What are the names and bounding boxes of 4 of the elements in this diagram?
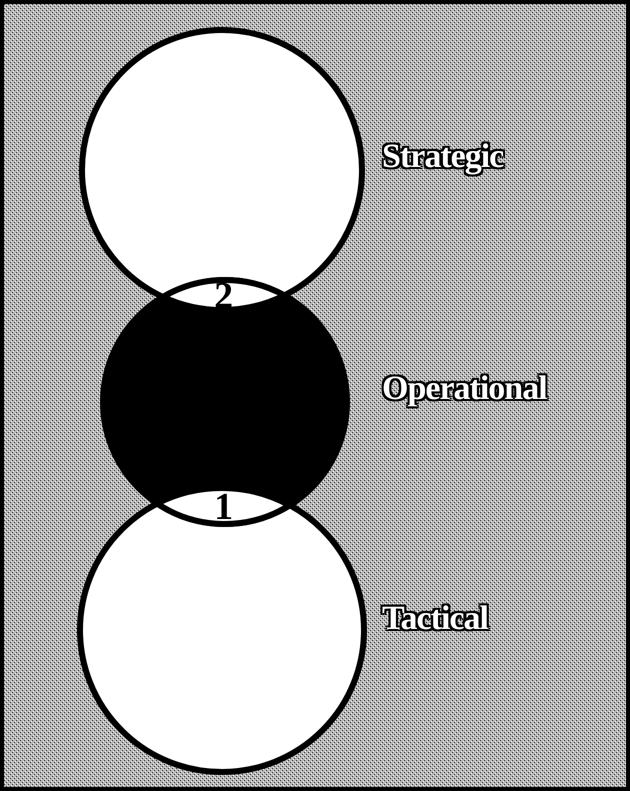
level-label: Strategic [382,140,504,174]
level-label: Operational [382,372,547,406]
level-label: Tactical [382,602,488,636]
region-number: 1 [214,488,234,526]
